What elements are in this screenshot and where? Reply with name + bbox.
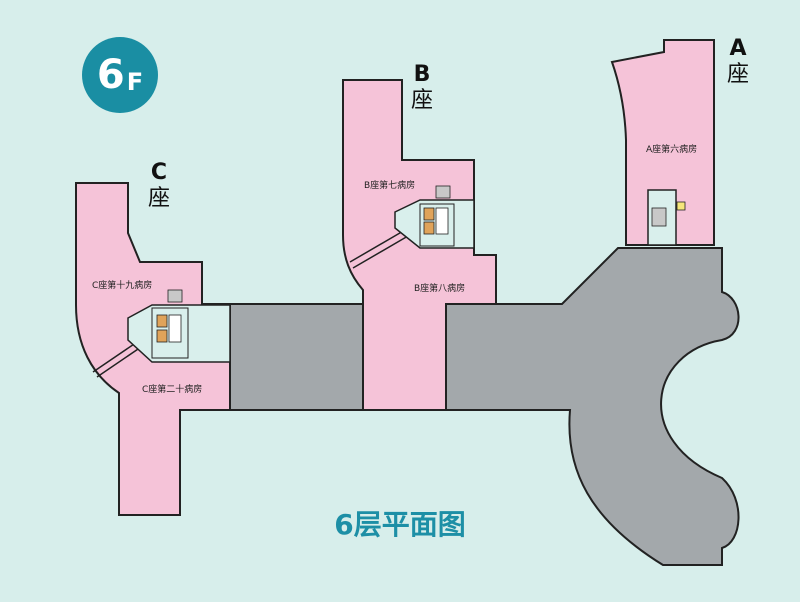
ward-c19-label: C座第十九病房 (92, 281, 153, 291)
a-yellow-marker (676, 201, 686, 211)
c-stair-1 (156, 314, 168, 328)
ward-a-area (610, 39, 715, 246)
ward-b8-label: B座第八病房 (414, 284, 466, 294)
ward-a6-label: A座第六病房 (646, 145, 698, 155)
corridor-area (229, 247, 740, 566)
c-lift-1 (168, 314, 182, 343)
c-stair-top (167, 289, 183, 303)
ward-c20-label: C座第二十病房 (142, 385, 203, 395)
building-c-letter: C (150, 160, 168, 185)
building-a-zuo: 座 (726, 62, 749, 87)
building-c (75, 182, 231, 516)
ward-b7-label: B座第七病房 (364, 181, 416, 191)
c-stair-2 (156, 329, 168, 343)
b-stair-2 (423, 221, 435, 235)
b-corridor-line (349, 229, 409, 269)
building-c-label: C 座 (143, 160, 175, 212)
floor-badge: 6 F (82, 37, 158, 113)
building-a-label: A 座 (722, 36, 754, 88)
building-b-letter: B (413, 62, 431, 87)
building-b (342, 79, 497, 411)
a-stair (651, 207, 667, 227)
floor-number: 6 (96, 52, 125, 98)
map-title: 6层平面图 (334, 508, 466, 541)
corridor-right-atrium (445, 247, 740, 566)
building-b-zuo: 座 (410, 88, 433, 113)
b-lift-1 (435, 207, 449, 235)
floor-suffix: F (126, 68, 144, 96)
corridor-left (229, 303, 364, 411)
c-corridor-line (92, 339, 145, 378)
building-c-zuo: 座 (147, 186, 170, 211)
building-a-letter: A (729, 36, 747, 61)
building-a (610, 39, 715, 246)
b-stair-1 (423, 207, 435, 221)
b-stair-top (435, 185, 451, 199)
building-b-label: B 座 (406, 62, 438, 114)
